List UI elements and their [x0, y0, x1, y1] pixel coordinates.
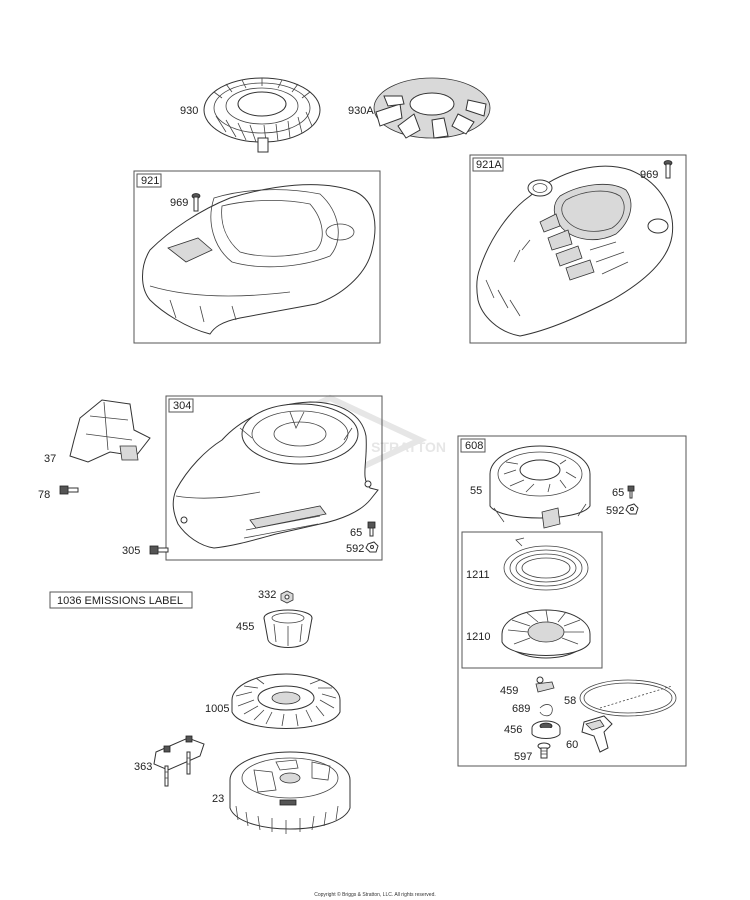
label-1211: 1211: [466, 569, 490, 581]
part-930-screen[interactable]: [203, 77, 321, 153]
part-592-nut-right[interactable]: [625, 503, 639, 515]
part-304-blower-housing[interactable]: [172, 401, 379, 549]
part-1211-rewind-spring[interactable]: [503, 537, 589, 591]
part-689-clip[interactable]: [539, 704, 553, 717]
frame-304: [165, 395, 383, 561]
part-65-screw-left[interactable]: [367, 521, 376, 537]
copyright-footer: Copyright © Briggs & Stratton, LLC. All …: [314, 892, 436, 898]
label-65-right: 65: [612, 487, 624, 499]
label-455: 455: [236, 621, 254, 633]
part-455-starter-cup[interactable]: [263, 609, 313, 648]
tag-304: [168, 398, 194, 413]
part-305-screw[interactable]: [149, 545, 169, 555]
part-969-screw-left[interactable]: [191, 193, 201, 212]
label-592-right: 592: [606, 505, 624, 517]
label-58: 58: [564, 695, 576, 707]
part-592-nut-left[interactable]: [365, 541, 379, 553]
label-55: 55: [470, 485, 482, 497]
label-592-left: 592: [346, 543, 364, 555]
part-37-shield[interactable]: [69, 399, 151, 463]
label-23: 23: [212, 793, 224, 805]
label-1005: 1005: [205, 703, 229, 715]
part-921a-blower-housing[interactable]: [476, 165, 674, 337]
label-608: 608: [465, 440, 483, 452]
frame-1210-1211: [461, 531, 603, 669]
label-969-right: 969: [640, 169, 658, 181]
label-37: 37: [44, 453, 56, 465]
part-930a-screen[interactable]: [373, 77, 491, 139]
tag-921: [136, 173, 162, 188]
part-65-screw-right[interactable]: [627, 485, 635, 499]
label-921a: 921A: [476, 159, 502, 171]
label-60: 60: [566, 739, 578, 751]
label-921: 921: [141, 175, 159, 187]
label-304: 304: [173, 400, 191, 412]
part-1005-fan[interactable]: [231, 673, 341, 729]
label-363: 363: [134, 761, 152, 773]
part-78-screw[interactable]: [59, 485, 79, 495]
frame-921a: [469, 154, 687, 344]
part-332-nut[interactable]: [280, 590, 294, 604]
label-930a: 930A: [348, 105, 374, 117]
part-921-blower-housing[interactable]: [142, 184, 376, 335]
label-689: 689: [512, 703, 530, 715]
emissions-label-box: [49, 591, 193, 609]
label-969-left: 969: [170, 197, 188, 209]
label-930: 930: [180, 105, 198, 117]
part-363-bracket[interactable]: [153, 735, 205, 787]
part-969-screw-right[interactable]: [663, 160, 673, 179]
part-1210-pulley[interactable]: [501, 609, 591, 659]
label-597: 597: [514, 751, 532, 763]
part-597-screw[interactable]: [537, 742, 551, 759]
frame-608: [457, 435, 687, 767]
label-1036: 1036 EMISSIONS LABEL: [57, 595, 183, 607]
label-332: 332: [258, 589, 276, 601]
part-456-retainer[interactable]: [531, 720, 561, 739]
part-23-flywheel[interactable]: [229, 751, 351, 834]
label-78: 78: [38, 489, 50, 501]
label-1210: 1210: [466, 631, 490, 643]
tag-921a: [472, 157, 504, 172]
label-459: 459: [500, 685, 518, 697]
label-305: 305: [122, 545, 140, 557]
label-456: 456: [504, 724, 522, 736]
part-58-starter-rope[interactable]: [579, 679, 677, 717]
part-60-starter-handle[interactable]: [581, 715, 613, 753]
part-459-pawl[interactable]: [535, 676, 555, 693]
tag-608: [460, 438, 486, 453]
part-55-starter-housing[interactable]: [489, 445, 591, 529]
label-65-left: 65: [350, 527, 362, 539]
frame-921: [133, 170, 381, 344]
